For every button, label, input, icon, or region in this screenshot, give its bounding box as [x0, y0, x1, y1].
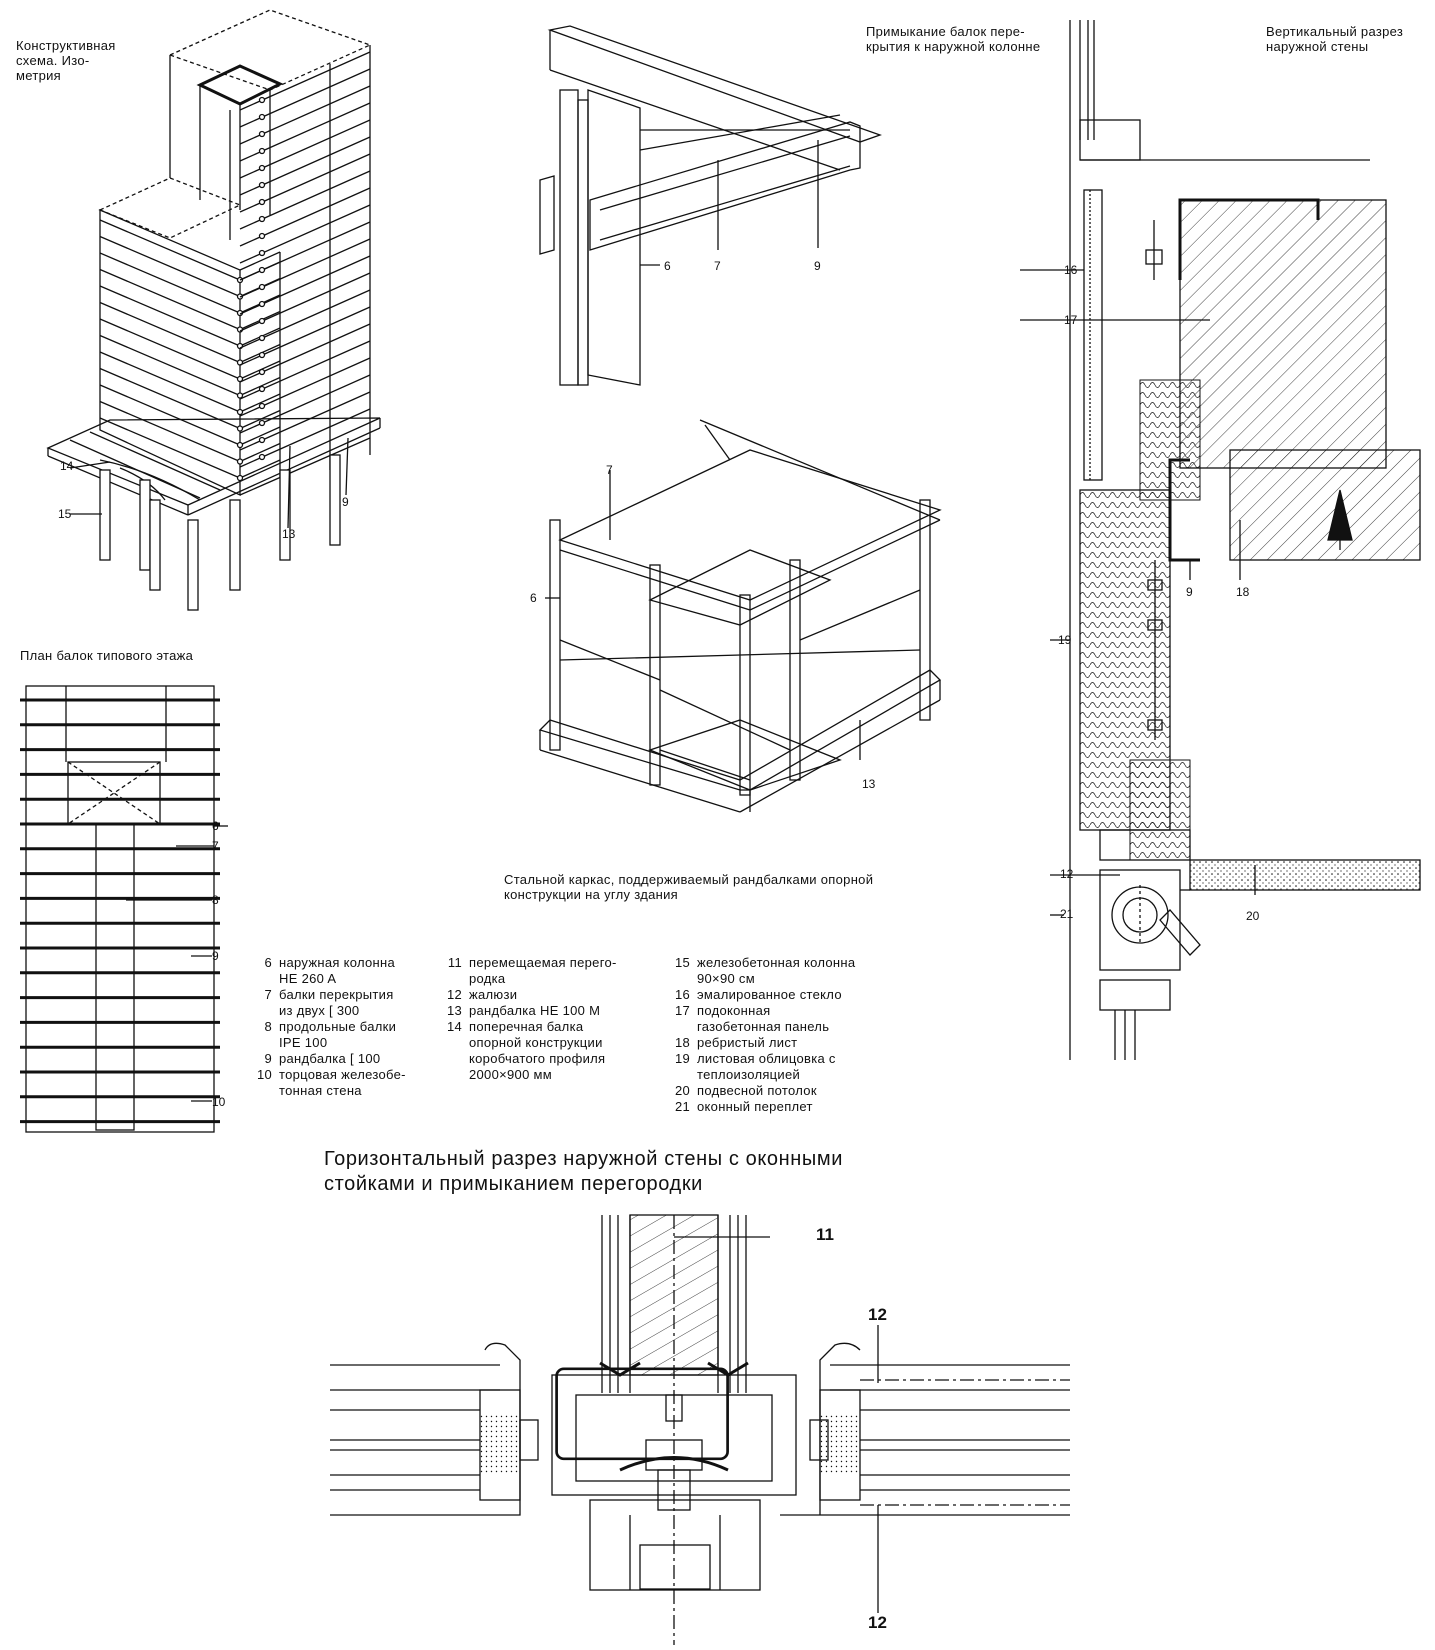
hsec-label-11: 11 [816, 1225, 834, 1244]
plan-label-6: 6 [212, 819, 219, 833]
frame-label-7: 7 [606, 463, 613, 477]
caption-steel-frame: Стальной каркас, поддерживаемый рандбалк… [504, 872, 874, 902]
iso-label-13: 13 [282, 527, 296, 541]
frame-label-6: 6 [530, 591, 537, 605]
hsec-label-12-bottom: 12 [868, 1613, 887, 1632]
isometry-drawing [46, 9, 381, 611]
iso-label-14: 14 [60, 459, 74, 473]
junction-label-9: 9 [814, 259, 821, 273]
beam-junction-drawing [539, 25, 882, 386]
vsec-label-20: 20 [1246, 909, 1260, 923]
caption-floor-plan: План балок типового этажа [20, 648, 194, 663]
caption-beam-junction: Примыкание балок пере- крытия к наружной… [866, 24, 1041, 54]
vsec-label-12: 12 [1060, 867, 1074, 881]
vsec-label-21: 21 [1060, 907, 1074, 921]
junction-label-6: 6 [664, 259, 671, 273]
iso-label-9: 9 [342, 495, 349, 509]
hsec-label-12-top: 12 [868, 1305, 887, 1324]
vsec-label-19: 19 [1058, 633, 1072, 647]
plan-label-7: 7 [212, 839, 219, 853]
junction-label-7: 7 [714, 259, 721, 273]
frame-label-13: 13 [862, 777, 876, 791]
caption-vertical-section: Вертикальный разрез наружной стены [1266, 24, 1404, 54]
vertical-section-drawing [1020, 20, 1421, 1060]
caption-isometry: Конструктивная схема. Изо- метрия [16, 38, 116, 83]
vsec-label-18: 18 [1236, 585, 1250, 599]
plan-label-8: 8 [212, 893, 219, 907]
steel-frame-drawing [538, 419, 942, 813]
plan-label-10: 10 [212, 1095, 226, 1109]
vsec-label-16: 16 [1064, 263, 1078, 277]
iso-label-15: 15 [58, 507, 72, 521]
caption-horizontal-section: Горизонтальный разрез наружной стены с о… [324, 1148, 844, 1195]
floor-plan-drawing [20, 685, 228, 1133]
vsec-label-9: 9 [1186, 585, 1193, 599]
plan-label-9: 9 [212, 949, 219, 963]
vsec-label-17: 17 [1064, 313, 1078, 327]
horizontal-section-drawing [330, 1214, 1070, 1645]
